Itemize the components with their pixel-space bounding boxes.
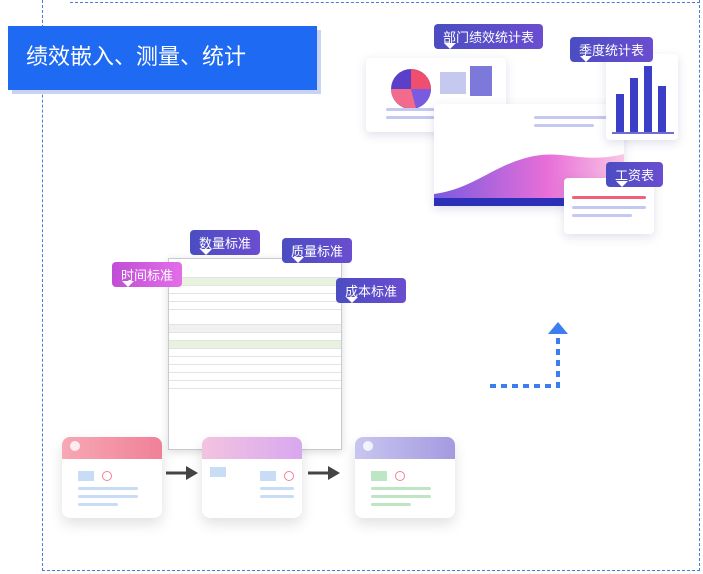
doc-row [169,365,341,373]
text-line [534,116,614,119]
flow-card-header [202,437,302,459]
doc-row [169,373,341,381]
flow-card-header [355,437,455,459]
doc-row [169,381,341,389]
bar-chart-icon [612,66,674,134]
doc-row [169,286,341,294]
dashed-up-arrow-icon [490,322,568,388]
tag-quantity-std: 数量标准 [190,230,261,255]
block [78,471,94,481]
doc-row [169,302,341,310]
form-document [168,258,342,450]
arrow-right-icon [308,466,340,480]
tag-time-std: 时间标准 [112,262,183,287]
block [210,467,226,477]
banner-title: 绩效嵌入、测量、统计 [8,26,317,90]
doc-row [169,357,341,365]
doc-row [169,294,341,302]
tag-quality-std: 质量标准 [282,238,353,263]
text-line [371,503,411,506]
doc-row [169,310,341,325]
arrow-right-icon [166,466,198,480]
block [371,471,387,481]
doc-row [169,349,341,357]
circle [395,471,405,481]
circle [102,471,112,481]
doc-row [169,270,341,278]
flow-card-header [62,437,162,459]
text-line [78,487,138,490]
text-line [572,206,646,209]
flow-card-2 [202,437,302,518]
dept-report-card [366,58,506,132]
text-line [260,487,294,490]
dashed-frame [42,0,700,571]
tag-season-report: 季度统计表 [570,37,654,62]
block [260,471,276,481]
tag-cost-std: 成本标准 [336,278,407,303]
text-line [78,503,118,506]
text-line [260,495,294,498]
text-line [371,495,431,498]
circle [284,471,294,481]
text-line [386,116,466,119]
doc-row [169,278,341,286]
season-report-card [606,54,678,140]
doc-table-head [169,325,341,333]
block-dark [470,66,492,96]
text-line [534,124,594,127]
text-line [78,495,138,498]
avatar [363,441,373,451]
pie-chart-icon [391,69,431,109]
doc-row [169,341,341,349]
top-dashed-line [70,2,700,3]
tag-dept-report: 部门绩效统计表 [434,24,544,49]
text-line [572,214,632,217]
text-line [572,196,646,199]
flow-card-1 [62,437,162,518]
flow-card-3 [355,437,455,518]
doc-row [169,333,341,341]
salary-card [564,178,654,234]
tag-salary: 工资表 [606,162,664,187]
block-light [440,72,466,94]
avatar [70,441,80,451]
text-line [371,487,431,490]
